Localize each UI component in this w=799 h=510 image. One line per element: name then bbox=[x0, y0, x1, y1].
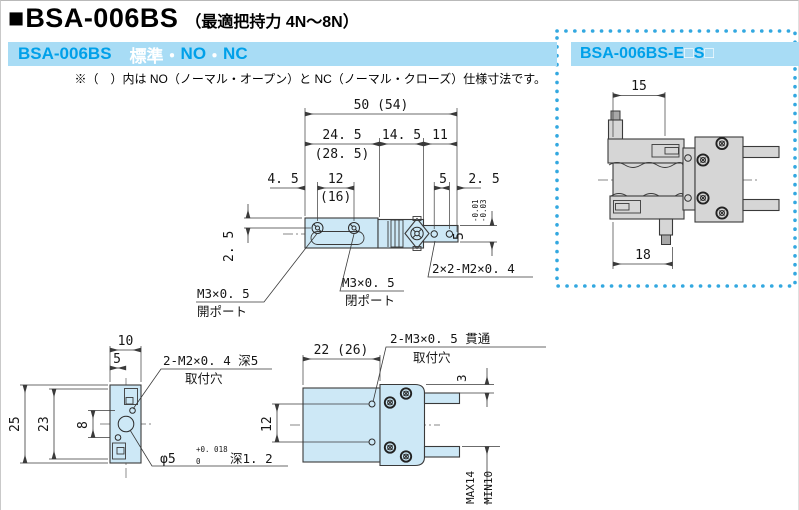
section-type-nc: NC bbox=[223, 44, 248, 63]
sensor-gripper-body bbox=[612, 162, 684, 198]
label-finger-tap: 2×2-M2×0. 4 bbox=[432, 261, 515, 276]
sensor-model-prefix: BSA-006BS-E bbox=[580, 45, 685, 62]
section-bar-standard: BSA-006BS 標準 ・ NO ・ NC bbox=[8, 42, 557, 66]
dim-15: 15 bbox=[631, 79, 647, 94]
title-bullet-icon: ■ bbox=[8, 3, 25, 33]
label-close-port: 閉ポート bbox=[345, 293, 395, 308]
dim-4-5: 4. 5 bbox=[267, 172, 298, 187]
dim-5: 5 bbox=[113, 352, 121, 367]
top-finger-2 bbox=[423, 445, 461, 458]
dim-3: 3 bbox=[454, 374, 469, 382]
dim-2-5-vertical: 2. 5 bbox=[222, 231, 237, 262]
dim-2-5: 2. 5 bbox=[468, 172, 499, 187]
side-slot bbox=[310, 231, 365, 245]
page-header: ■ BSA-006BS （最適把持力 4N～8N） bbox=[8, 5, 359, 32]
dim-22-26: 22 (26) bbox=[314, 343, 369, 358]
page-subtitle: （最適把持力 4N～8N） bbox=[185, 14, 359, 31]
dim-5-holes: 5 bbox=[439, 172, 447, 187]
section-separator-1: ・ bbox=[163, 46, 181, 66]
section-bar-sensor: BSA-006BS-E □ S □ bbox=[571, 42, 799, 66]
dim-23: 23 bbox=[37, 416, 52, 432]
dim-16: (16) bbox=[320, 190, 351, 205]
dim-25: 25 bbox=[8, 416, 23, 432]
dim-stroke-max: MAX14 bbox=[464, 471, 477, 504]
sensor-bottom bbox=[609, 195, 685, 220]
top-finger-1 bbox=[423, 392, 461, 405]
label-through-hole: 取付穴 bbox=[413, 350, 451, 365]
label-mount-tap: 2-M2×0. 4 深5 bbox=[163, 353, 258, 368]
top-view: 22 (26) 12 2-M3×0. 5 貫通 取付穴 3 MAX14 MIN1… bbox=[260, 331, 546, 505]
sensor-model-s: S bbox=[693, 45, 705, 62]
dim-24-5: 24. 5 bbox=[322, 128, 361, 143]
close-port-screw-icon bbox=[348, 222, 360, 234]
dim-28-5: (28. 5) bbox=[315, 147, 370, 162]
page-title: BSA-006BS bbox=[25, 3, 179, 33]
label-open-port: 開ポート bbox=[197, 304, 247, 319]
section-type-standard: 標準 bbox=[129, 46, 164, 66]
sensor-finger-1 bbox=[742, 145, 780, 159]
dim-overall-length: 50 (54) bbox=[354, 98, 409, 113]
dim-5-tol-lower: -0.03 bbox=[479, 199, 488, 222]
dim-10: 10 bbox=[118, 334, 134, 349]
label-bore-tol-up: +0. 018 bbox=[196, 445, 228, 454]
dotted-panel-border bbox=[555, 29, 797, 288]
top-screws bbox=[383, 387, 413, 463]
label-mount-hole: 取付穴 bbox=[185, 371, 223, 386]
label-bore-depth: 深1. 2 bbox=[230, 451, 273, 466]
sensor-cable-bottom bbox=[661, 234, 671, 245]
dim-12: 12 bbox=[328, 172, 344, 187]
dimension-note: ※（ ）内は NO（ノーマル・オープン）と NC（ノーマル・クローズ）仕様寸法で… bbox=[74, 72, 546, 86]
sensor-model-box-2: □ bbox=[704, 45, 715, 62]
sensor-model-box-1: □ bbox=[684, 45, 694, 62]
sensor-view: 15 18 bbox=[598, 79, 780, 269]
dim-5-finger-height: 5 bbox=[452, 232, 467, 240]
cam-screw-icon bbox=[410, 226, 424, 241]
dim-12-holes: 12 bbox=[260, 416, 275, 432]
dim-stroke-min: MIN10 bbox=[482, 471, 495, 504]
section-model: BSA-006BS bbox=[18, 44, 112, 63]
label-through-tap: 2-M3×0. 5 貫通 bbox=[390, 331, 491, 346]
sensor-finger-2 bbox=[742, 198, 780, 212]
side-view: 50 (54) 24. 5 (28. 5) 14. 5 11 4. 5 12 (… bbox=[196, 98, 533, 319]
label-close-port-thread: M3×0. 5 bbox=[342, 275, 395, 290]
side-cam bbox=[404, 217, 430, 250]
label-bore: φ5 bbox=[160, 452, 176, 467]
dim-14-5: 14. 5 bbox=[382, 128, 421, 143]
sensor-screws bbox=[696, 136, 729, 220]
section-separator-2: ・ bbox=[206, 46, 224, 66]
sensor-top bbox=[607, 138, 685, 164]
end-center-bore bbox=[117, 415, 135, 433]
dim-8: 8 bbox=[76, 421, 91, 429]
dim-11: 11 bbox=[432, 128, 448, 143]
label-bore-tol-low: 0 bbox=[196, 457, 201, 466]
end-view: 10 5 25 23 8 2-M2×0. 4 深5 取付穴 φ5 +0. 018… bbox=[8, 334, 288, 478]
dim-5-tol-upper: -0.01 bbox=[471, 199, 480, 222]
section-type-no: NO bbox=[180, 44, 207, 63]
top-main-body bbox=[302, 387, 381, 463]
dim-18: 18 bbox=[635, 248, 651, 263]
label-open-port-thread: M3×0. 5 bbox=[197, 286, 250, 301]
